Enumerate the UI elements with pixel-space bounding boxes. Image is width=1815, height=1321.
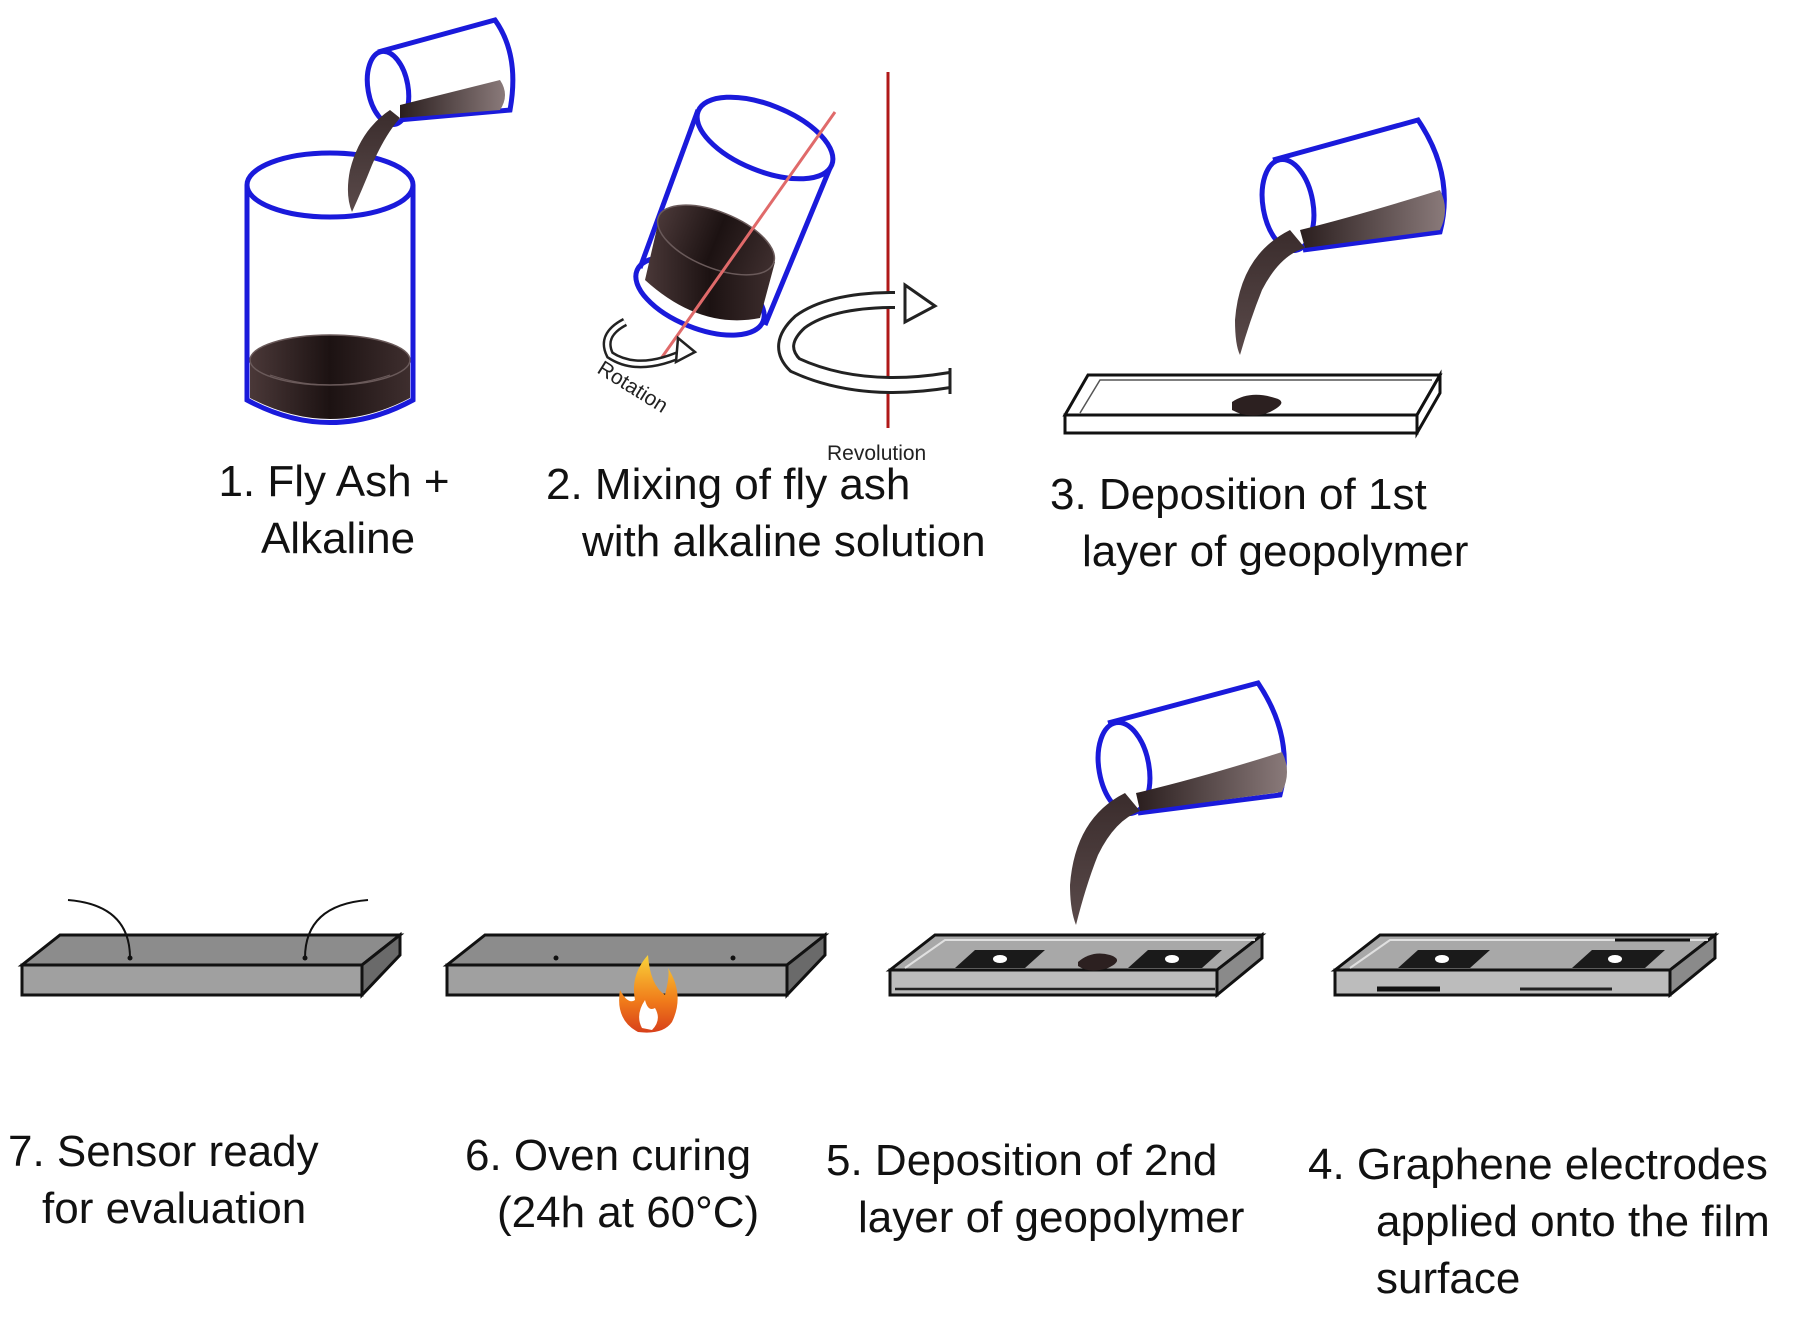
step4-caption: 4. Graphene electrodes applied onto the … — [1308, 1136, 1770, 1307]
step2-caption: 2. Mixing of fly ash with alkaline solut… — [546, 456, 986, 570]
step2-caption-line2: with alkaline solution — [582, 517, 986, 566]
graphene-electrode-icon — [1398, 950, 1490, 968]
glass-slide-icon — [1062, 369, 1443, 439]
step1-caption: 1. Fly Ash + Alkaline — [198, 453, 470, 567]
step2-caption-line1: 2. Mixing of fly ash — [546, 460, 911, 509]
pouring-beaker-icon — [1235, 117, 1447, 355]
step5-illustration — [885, 680, 1287, 999]
pouring-beaker-icon — [347, 17, 516, 212]
step3-caption-line1: 3. Deposition of 1st — [1050, 470, 1427, 519]
sensor-wire-icon — [304, 899, 369, 959]
step6-illustration — [442, 931, 830, 1033]
step7-caption-line1: 7. Sensor ready — [8, 1127, 319, 1176]
step1-illustration — [244, 17, 516, 425]
flame-icon — [619, 955, 678, 1033]
step6-caption-line2: (24h at 60°C) — [497, 1188, 760, 1237]
step2-illustration: Rotation Revolution — [593, 72, 952, 465]
geopolymer-drop — [1078, 953, 1118, 971]
glass-slide-icon — [1330, 931, 1720, 999]
rotation-axis — [658, 111, 837, 361]
step7-caption: 7. Sensor ready for evaluation — [8, 1123, 319, 1237]
cured-slide — [442, 931, 830, 999]
revolution-label: Revolution — [827, 442, 926, 465]
beaker-icon — [244, 150, 416, 425]
step3-caption: 3. Deposition of 1st layer of geopolymer — [1050, 466, 1468, 580]
step3-caption-line2: layer of geopolymer — [1082, 527, 1469, 576]
glass-slide-icon — [885, 931, 1267, 999]
step1-caption-line2: Alkaline — [260, 514, 416, 563]
mixer-icon — [633, 94, 837, 361]
step4-caption-line1: 4. Graphene electrodes — [1308, 1140, 1768, 1189]
sensor-wire-icon — [67, 899, 131, 959]
pouring-beaker-icon — [1070, 680, 1287, 925]
rotation-arrow-icon — [602, 318, 698, 369]
step1-caption-line1: 1. Fly Ash + — [218, 457, 450, 506]
step4-caption-line2: applied onto the film — [1376, 1197, 1770, 1246]
step6-caption: 6. Oven curing (24h at 60°C) — [465, 1127, 759, 1241]
graphene-electrode-icon — [955, 950, 1045, 968]
step5-caption: 5. Deposition of 2nd layer of geopolymer — [826, 1132, 1244, 1246]
graphene-electrode-icon — [1128, 950, 1222, 968]
step3-illustration — [1062, 117, 1447, 439]
step6-caption-line1: 6. Oven curing — [465, 1131, 752, 1180]
revolution-arrow-icon — [777, 282, 952, 394]
step5-caption-line2: layer of geopolymer — [858, 1193, 1245, 1242]
step4-illustration — [1330, 931, 1720, 999]
graphene-electrode-icon — [1572, 950, 1665, 968]
step7-caption-line2: for evaluation — [42, 1184, 307, 1233]
sensor-slide — [17, 931, 405, 999]
step4-caption-line3: surface — [1376, 1254, 1521, 1303]
step5-caption-line1: 5. Deposition of 2nd — [826, 1136, 1218, 1185]
step7-illustration — [17, 899, 405, 999]
